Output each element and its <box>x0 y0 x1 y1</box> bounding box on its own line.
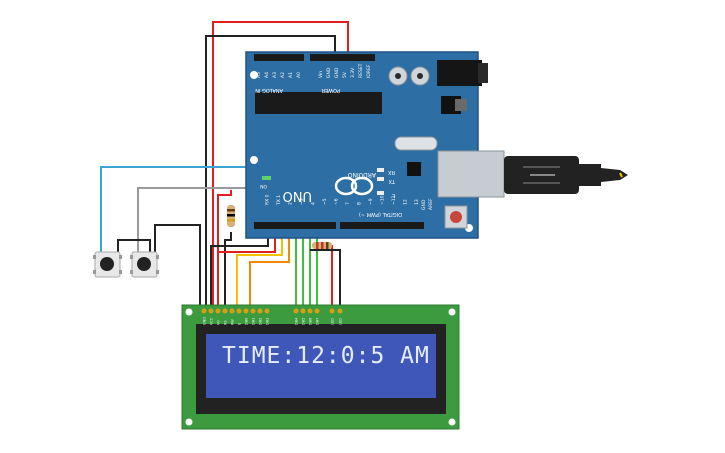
atmega-chip <box>255 92 382 114</box>
wire-yellow-rs[interactable] <box>236 225 283 305</box>
lcd-pin-label-9: DB3 <box>266 318 270 325</box>
power-pin-label-6: Vin <box>318 71 324 78</box>
power-header[interactable] <box>310 54 375 61</box>
analog-pin-label-A2: A2 <box>280 72 286 78</box>
lcd-pin-label-11: DB5 <box>302 318 306 325</box>
wire-red-5v[interactable] <box>212 21 349 305</box>
digital-pin-label-12: TX 1 <box>276 195 282 206</box>
resistor-1[interactable] <box>227 205 235 227</box>
digital-pin-label-13: RX 0 <box>265 194 271 205</box>
lcd-pin-label-3: RS <box>224 320 228 325</box>
digital-pin-label-2: ~11 <box>391 195 397 205</box>
board-led-label-1: TX <box>388 178 396 184</box>
power-pin-label-5: GND <box>326 67 332 78</box>
usb-cable[interactable] <box>504 156 628 194</box>
wire-black-led[interactable] <box>310 249 341 305</box>
lcd-pin-label-15: LED <box>339 318 343 325</box>
lcd-pin-label-8: DB2 <box>259 318 263 325</box>
board-led-label-2: RX <box>388 169 395 175</box>
analog-pin-label-A5: A5 <box>256 72 262 78</box>
lcd-pin-label-0: GND <box>203 317 207 325</box>
board-led-label-0: L <box>392 192 395 198</box>
digital-header-label: DIGITAL (PWM ~) <box>359 211 402 217</box>
arduino-logo <box>334 176 374 196</box>
wire-red-led[interactable] <box>318 245 333 305</box>
wire-orange-e[interactable] <box>249 225 290 305</box>
on-led-label: ON <box>260 183 267 189</box>
power-pin-label-4: GND <box>334 67 340 78</box>
resistor-2[interactable] <box>312 242 332 249</box>
digital-pin-label-6: 7 <box>345 202 351 205</box>
power-pin-label-2: 3.3V <box>350 67 356 78</box>
gnd-label: GND <box>421 199 427 210</box>
lcd-pin-label-10: DB4 <box>295 317 299 325</box>
digital-pin-label-0: 13 <box>414 199 420 205</box>
analog-pin-label-A1: A1 <box>288 72 294 78</box>
power-jack <box>437 60 482 86</box>
power-pin-label-0: IOREF <box>366 64 372 78</box>
lcd-screen <box>206 334 436 398</box>
wire-black-resistor[interactable] <box>224 232 232 305</box>
digital-pin-label-11: 2 <box>288 202 294 205</box>
power-header-label: POWER <box>321 87 340 93</box>
lcd-pin-label-6: DB0 <box>245 318 249 325</box>
lcd-pin-label-4: RW <box>231 319 235 325</box>
lcd-pin-label-1: VCC <box>210 317 214 325</box>
lcd-pin-label-13: DB7 <box>316 318 320 325</box>
analog-pin-label-A3: A3 <box>272 72 278 78</box>
digital-pin-label-1: 12 <box>403 199 409 205</box>
analog-pin-label-A0: A0 <box>296 72 302 78</box>
wire-red-resistor[interactable] <box>217 190 232 305</box>
lcd-pin-label-2: V0 <box>217 320 221 325</box>
digital-header-low[interactable] <box>254 222 336 229</box>
lcd-pin-label-12: DB6 <box>309 318 313 325</box>
digital-pin-label-5: 8 <box>357 202 363 205</box>
digital-pin-label-9: 4 <box>311 202 317 205</box>
wire-red-lcd-vcc[interactable] <box>217 228 276 305</box>
digital-pin-label-4: ~9 <box>368 198 374 205</box>
wire-blue-button[interactable] <box>100 166 263 255</box>
lcd-pin-header <box>201 308 343 314</box>
reset-button[interactable] <box>450 211 462 223</box>
arduino-model-label: UNO <box>283 188 312 203</box>
digital-pin-label-7: ~6 <box>334 198 340 205</box>
lcd-module[interactable] <box>181 304 460 430</box>
arduino-board[interactable] <box>245 51 505 239</box>
pushbutton-1[interactable] <box>93 251 122 278</box>
power-pin-label-1: RESET <box>358 63 364 78</box>
arduino-brand-label: ARDUINO <box>347 171 376 178</box>
analog-pin-label-A4: A4 <box>264 72 270 78</box>
analog-header[interactable] <box>254 54 304 61</box>
lcd-pin-label-7: DB1 <box>252 318 256 325</box>
wire-black-gnd[interactable] <box>205 35 336 305</box>
power-pin-label-3: 5V <box>342 71 348 78</box>
lcd-display-text: TIME:12:0:5 AM <box>222 343 430 369</box>
digital-header-high[interactable] <box>340 222 424 229</box>
usb-port <box>437 150 505 198</box>
digital-pin-label-8: ~5 <box>322 198 328 205</box>
aref-label: AREF <box>428 198 434 210</box>
wire-black-button2[interactable] <box>154 224 201 305</box>
lcd-pin-label-5: E <box>238 323 242 325</box>
digital-pin-label-3: ~10 <box>380 195 386 205</box>
pushbutton-2[interactable] <box>130 251 159 278</box>
analog-header-label: ANALOG IN <box>255 87 283 93</box>
lcd-pin-label-14: LED <box>331 318 335 325</box>
digital-pin-label-10: ~3 <box>299 198 305 205</box>
